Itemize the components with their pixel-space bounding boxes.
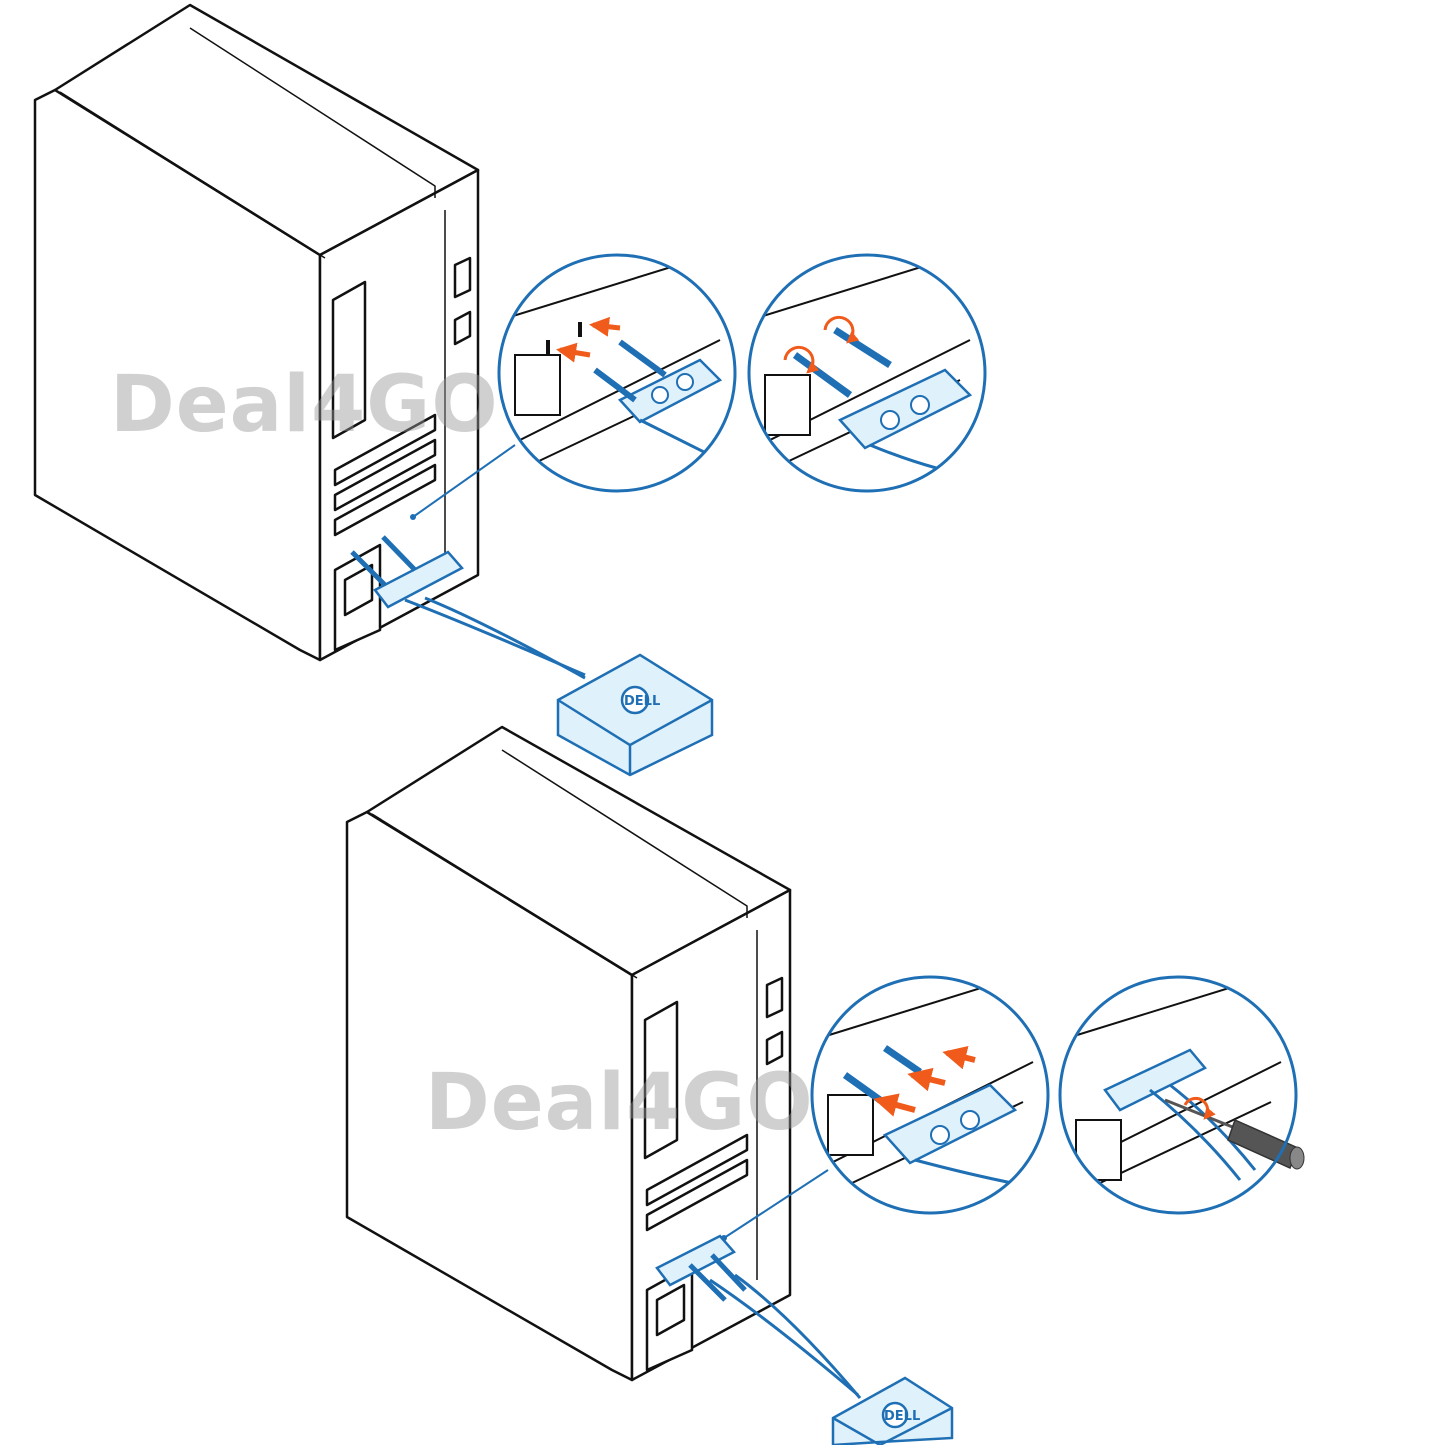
- dell-logo-top: DELL: [624, 694, 660, 709]
- callout-leader-bottom: [723, 1169, 829, 1239]
- callout-leader-top: [412, 444, 516, 518]
- tower-bottom-antenna-assembly: [655, 1234, 954, 1447]
- zoom-step-3: [810, 975, 1050, 1215]
- zoom-step-4: [1058, 975, 1305, 1215]
- tower-top-antenna-assembly: [350, 535, 714, 777]
- tower-bottom: [345, 725, 792, 1382]
- zoom-step-1: [497, 253, 737, 493]
- zoom-step-2: [747, 253, 987, 493]
- tower-top: [33, 3, 480, 662]
- dell-logo-bottom: DELL: [884, 1409, 920, 1424]
